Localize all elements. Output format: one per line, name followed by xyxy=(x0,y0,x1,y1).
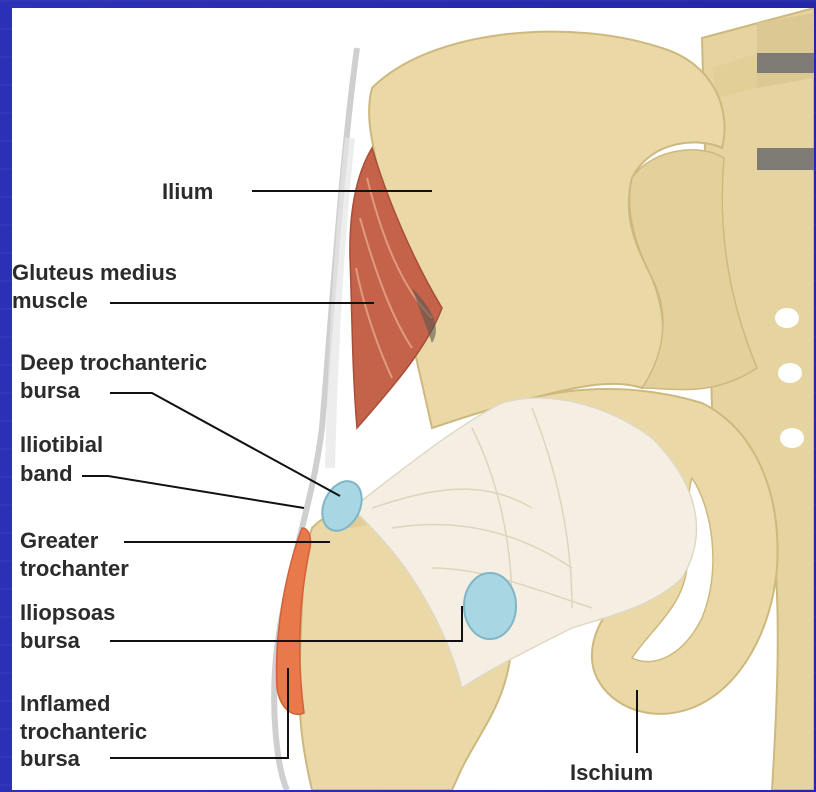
label-ischium: Ischium xyxy=(570,760,653,785)
label-iliopsoas-line2: bursa xyxy=(20,628,81,653)
label-inflamed-line3: bursa xyxy=(20,746,81,771)
leader-itb xyxy=(82,476,304,508)
label-iliopsoas-line1: Iliopsoas xyxy=(20,600,115,625)
sacral-foramen xyxy=(778,363,802,383)
sacral-foramen xyxy=(775,308,799,328)
label-itb-line1: Iliotibial xyxy=(20,432,103,457)
label-ilium: Ilium xyxy=(162,179,213,204)
label-gluteus-medius-line1: Gluteus medius xyxy=(12,260,177,285)
label-inflamed-line2: trochanteric xyxy=(20,719,147,744)
label-greater-trochanter-line2: trochanter xyxy=(20,556,129,581)
label-gluteus-medius-line2: muscle xyxy=(12,288,88,313)
leader-inflamed xyxy=(110,668,288,758)
iliopsoas-bursa xyxy=(464,573,516,639)
diagram-panel: Ilium Gluteus medius muscle Deep trochan… xyxy=(12,8,814,790)
label-inflamed-line1: Inflamed xyxy=(20,691,110,716)
vertebral-disc xyxy=(757,53,814,73)
leader-deep-bursa xyxy=(110,393,340,496)
vertebral-disc xyxy=(757,148,814,170)
label-greater-trochanter-line1: Greater xyxy=(20,528,99,553)
label-itb-line2: band xyxy=(20,461,73,486)
ilium-bone xyxy=(369,32,757,428)
sacral-foramen xyxy=(780,428,804,448)
hip-anatomy-diagram: Ilium Gluteus medius muscle Deep trochan… xyxy=(12,8,814,790)
label-deep-bursa-line1: Deep trochanteric xyxy=(20,350,207,375)
label-deep-bursa-line2: bursa xyxy=(20,378,81,403)
